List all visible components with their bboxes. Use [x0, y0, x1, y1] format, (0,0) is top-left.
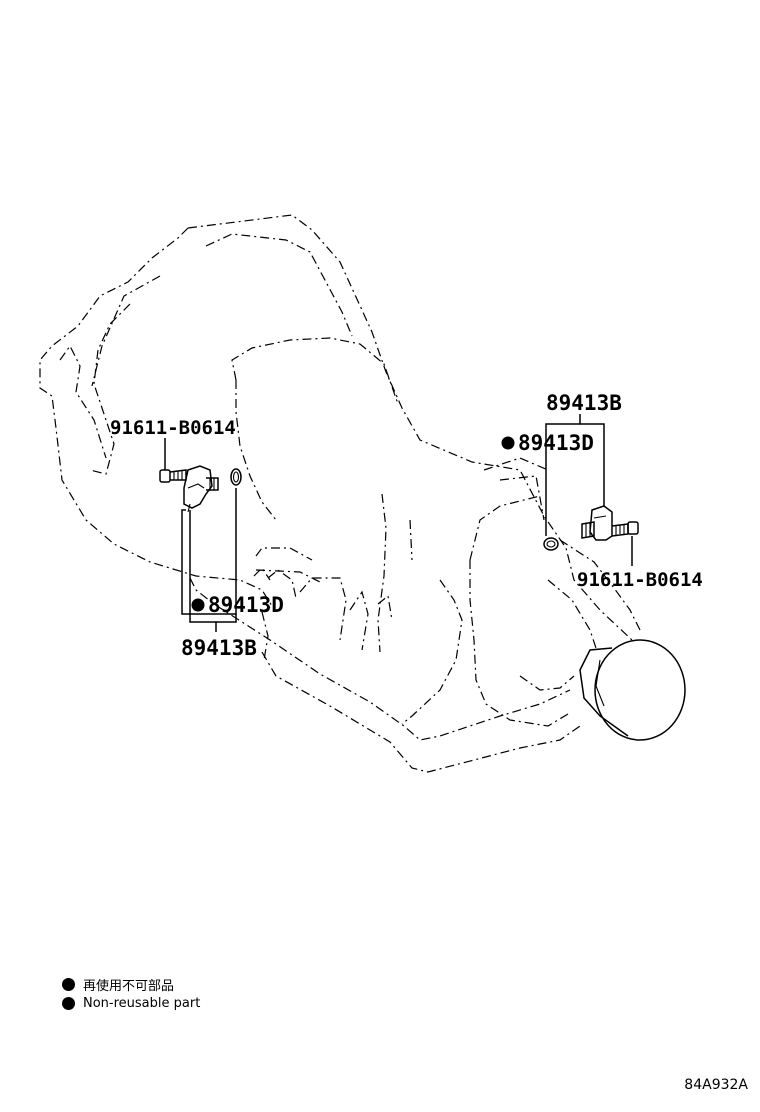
legend-item-english: Non-reusable part	[62, 996, 200, 1011]
callout-right-o-ring: 89413D	[518, 431, 594, 455]
callout-left-sensor-assembly: 89413B	[181, 636, 257, 660]
left-bolt	[159, 469, 187, 483]
non-reusable-marker-right	[501, 436, 515, 450]
transmission-housing-outline	[39, 214, 641, 773]
legend-label-japanese: 再使用不可部品	[83, 979, 175, 994]
legend-label-english: Non-reusable part	[83, 996, 201, 1011]
callout-right-sensor-assembly: 89413B	[546, 391, 622, 415]
left-leader-lines	[164, 438, 237, 632]
non-reusable-dot-icon	[62, 997, 75, 1010]
right-leader-lines	[545, 414, 633, 566]
figure-code: 84A932A	[684, 1077, 748, 1093]
non-reusable-marker-left	[191, 598, 205, 612]
legend-item-japanese: 再使用不可部品	[62, 975, 174, 994]
left-o-ring	[230, 468, 242, 486]
right-bolt	[611, 521, 639, 537]
callout-left-bolt: 91611-B0614	[110, 417, 236, 439]
right-speed-sensor	[581, 505, 613, 541]
left-speed-sensor	[183, 465, 219, 513]
right-o-ring	[543, 537, 559, 551]
non-reusable-dot-icon	[62, 978, 75, 991]
callout-left-o-ring: 89413D	[208, 593, 284, 617]
callout-right-bolt: 91611-B0614	[577, 569, 703, 591]
output-flange	[579, 639, 686, 741]
